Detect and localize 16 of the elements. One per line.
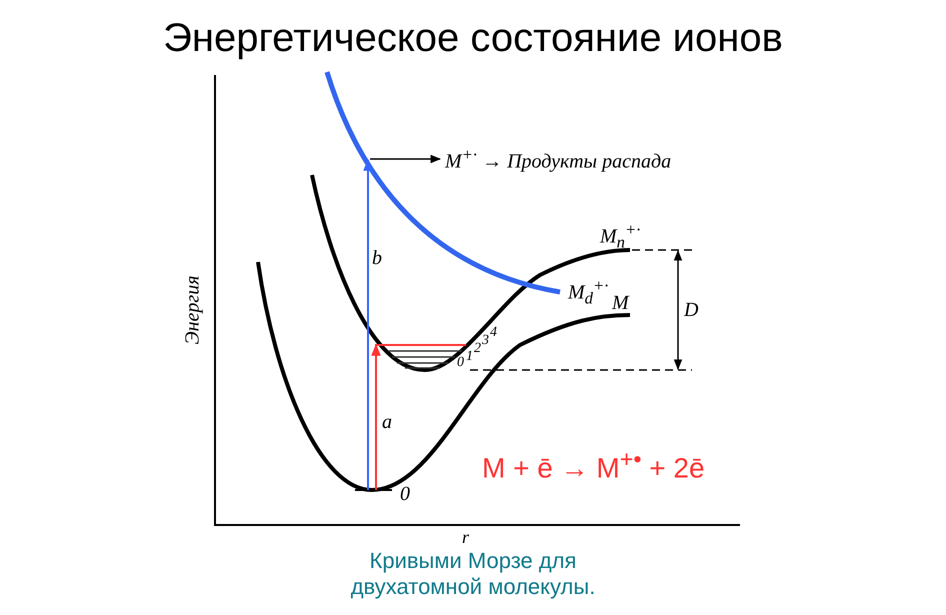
dimension-label: D	[684, 300, 698, 320]
curve-label: b	[372, 248, 382, 268]
transition-label: a	[382, 412, 392, 432]
level-number: 0	[400, 484, 410, 504]
caption: Кривыми Морзе для двухатомной молекулы.	[350, 548, 596, 601]
equation: M + ē → M$^{+•}$ + 2ē	[482, 448, 705, 482]
level-number: 2	[474, 342, 481, 356]
level-number: 4	[490, 326, 497, 340]
axis-label: Энергия	[182, 276, 202, 344]
level-number: 0	[457, 356, 464, 370]
curve-label: M	[612, 293, 629, 313]
annotation: M$^{+·}$ → Продукты распада	[445, 147, 672, 172]
axis-label: r	[462, 528, 470, 546]
level-number: 1	[466, 350, 473, 364]
title: Энергетическое состояние ионов	[162, 18, 784, 58]
level-number: 3	[482, 334, 489, 348]
